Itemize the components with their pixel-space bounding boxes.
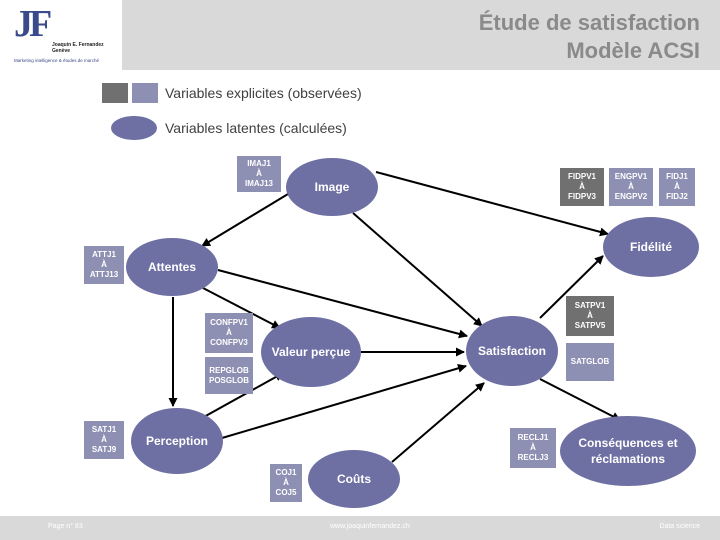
arrow-couts-satisfaction: [391, 382, 485, 463]
arrow-perception-satisfaction: [221, 363, 467, 439]
legend-observed-label: Variables explicites (observées): [165, 85, 362, 101]
arrow-perception-valeur: [201, 372, 284, 419]
footer-banner: Page n° 83 www.joaquinfernandez.ch Data …: [0, 516, 720, 540]
latent-attentes-node: [126, 238, 218, 296]
logo: JF Joaquin E. Fernandez Genève Marketing…: [0, 0, 122, 70]
arrow-image-fidelite: [375, 171, 609, 237]
page-subtitle: Modèle ACSI: [566, 38, 700, 63]
latent-satisfaction-node: [466, 316, 558, 386]
footer-section: Data science: [659, 523, 700, 530]
latent-perception-label: Perception: [145, 434, 208, 448]
latent-image-label: Image: [314, 180, 350, 194]
legend-latent-label: Variables latentes (calculées): [165, 120, 347, 136]
logo-tagline: Marketing intelligence & études de march…: [14, 58, 100, 63]
page-title: Étude de satisfaction: [478, 10, 700, 35]
latent-perception-node: [131, 408, 223, 474]
arrow-satisfaction-fidelite: [539, 255, 604, 319]
observed-satglob: SATGLOB: [566, 343, 614, 381]
header-banner: JF Joaquin E. Fernandez Genève Marketing…: [0, 0, 720, 70]
footer-url: www.joaquinfernandez.ch: [330, 523, 410, 530]
latent-fidelite-label: Fidélité: [629, 240, 672, 254]
logo-name: Joaquin E. Fernandez Genève: [52, 42, 104, 54]
latent-satisfaction-label: Satisfaction: [477, 344, 546, 358]
arrow-image-attentes: [201, 193, 289, 247]
arrow-image-satisfaction: [352, 212, 483, 327]
latent-valeur-label: Valeur perçue: [271, 345, 351, 359]
footer-page-number: Page n° 83: [48, 523, 83, 530]
latent-image-node: [286, 158, 378, 216]
legend-latent-swatch: [111, 116, 157, 140]
latent-couts-node: [308, 450, 400, 508]
logo-mark: JF: [14, 3, 52, 45]
legend-observed-light-swatch: [132, 83, 158, 103]
arrow-attentes-satisfaction: [217, 269, 468, 339]
legend-observed-dark-swatch: [102, 83, 128, 103]
latent-valeur-node: [261, 317, 361, 387]
latent-fidelite-node: [603, 217, 699, 277]
arrow-satisfaction-consequences: [539, 378, 621, 421]
arrow-attentes-valeur: [202, 287, 281, 329]
latent-couts-label: Coûts: [337, 472, 371, 486]
latent-consequences-node: [560, 416, 696, 486]
latent-attentes-label: Attentes: [147, 260, 196, 274]
